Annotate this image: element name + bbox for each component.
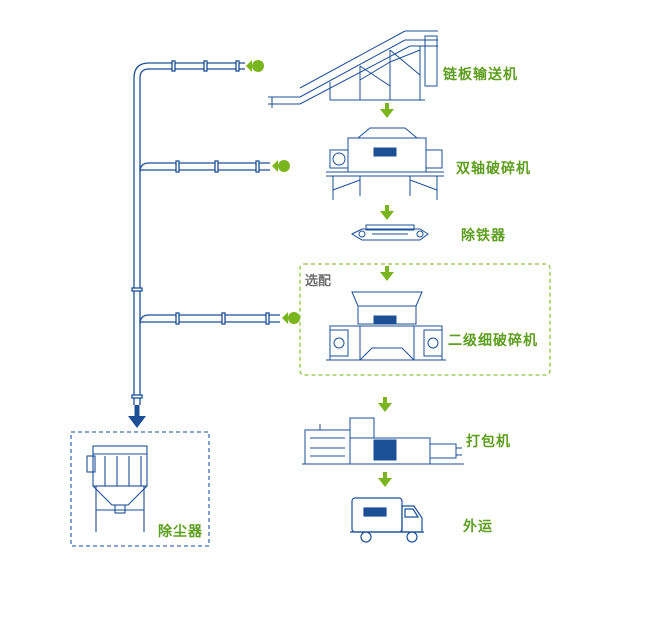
label-secondary-shredder: 二级细破碎机 xyxy=(448,333,538,349)
label-chain-conveyor: 链板输送机 xyxy=(443,67,518,83)
optional-label: 选配 xyxy=(305,274,332,289)
label-dual-shaft-shredder: 双轴破碎机 xyxy=(456,161,531,177)
dust-collector-icon xyxy=(86,445,148,532)
flow-arrows xyxy=(378,103,394,487)
truck-icon xyxy=(350,497,424,543)
label-dust-collector: 除尘器 xyxy=(158,524,203,540)
label-transport: 外运 xyxy=(463,519,493,535)
chain-conveyor-icon xyxy=(268,30,438,108)
duct-inlet-markers xyxy=(246,60,300,324)
label-baler: 打包机 xyxy=(466,434,511,450)
optional-box xyxy=(299,263,551,376)
baler-icon xyxy=(302,417,464,465)
magnetic-separator-icon xyxy=(350,224,429,241)
fine-shredder-icon xyxy=(326,291,446,361)
duct-outlet-arrow xyxy=(128,405,146,428)
shredder-icon xyxy=(326,127,444,200)
dust-duct-network xyxy=(131,60,280,405)
label-iron-remover: 除铁器 xyxy=(461,228,506,244)
